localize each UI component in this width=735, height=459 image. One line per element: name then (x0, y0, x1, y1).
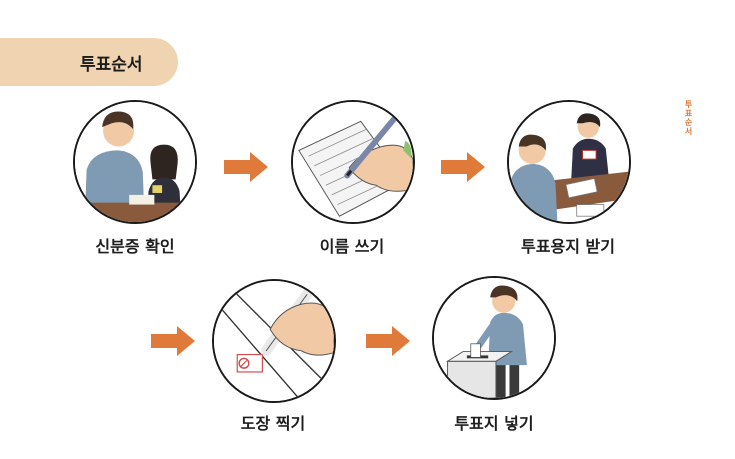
step-3-label: 투표용지 받기 (521, 237, 615, 256)
step-4-label: 도장 찍기 (240, 414, 306, 433)
side-page-label: 투표순서 (684, 100, 693, 136)
step-1-label: 신분증 확인 (95, 237, 175, 256)
section-title-tab: 투표순서 (0, 38, 178, 86)
flow-arrow-1 (224, 152, 268, 182)
flow-arrow-4 (366, 326, 410, 356)
section-title: 투표순서 (80, 55, 143, 75)
step-4-illustration (212, 279, 336, 403)
step-1-illustration (73, 100, 197, 224)
step-2-label: 이름 쓰기 (319, 237, 385, 256)
flow-arrow-3 (151, 326, 195, 356)
step-2-illustration (291, 100, 415, 224)
step-3-illustration (507, 100, 631, 224)
step-5-illustration (432, 276, 556, 400)
step-5-label: 투표지 넣기 (454, 414, 534, 433)
flow-arrow-2 (441, 152, 485, 182)
